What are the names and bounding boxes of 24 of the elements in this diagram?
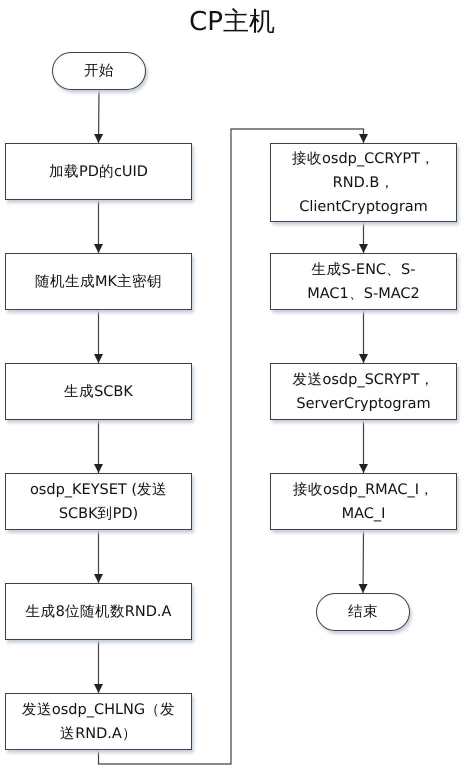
process-box: 接收osdp_RMAC_I，MAC_I xyxy=(270,473,457,530)
arrow xyxy=(358,530,368,593)
arrow xyxy=(94,640,103,693)
arrow xyxy=(359,420,368,473)
arrow xyxy=(94,310,103,363)
terminal-box: 结束 xyxy=(316,593,410,631)
process-box: 随机生成MK主密钥 xyxy=(5,253,192,310)
arrow xyxy=(359,310,368,363)
arrow xyxy=(98,128,368,765)
process-box: 加载PD的cUID xyxy=(5,143,192,200)
process-box: osdp_KEYSET (发送SCBK到PD) xyxy=(5,473,192,530)
process-box: 发送osdp_SCRYPT，ServerCryptogram xyxy=(270,363,457,420)
terminal-box: 开始 xyxy=(52,52,146,90)
arrow xyxy=(94,200,103,253)
process-box: 生成S-ENC、S-MAC1、S-MAC2 xyxy=(270,253,457,310)
arrow xyxy=(359,222,368,253)
arrow xyxy=(94,90,104,143)
process-box: 生成8位随机数RND.A xyxy=(5,583,192,640)
process-box: 生成SCBK xyxy=(5,363,192,420)
process-box: 接收osdp_CCRYPT，RND.B，ClientCryptogram xyxy=(270,143,457,222)
arrow xyxy=(94,530,103,583)
process-box: 发送osdp_CHLNG（发送RND.A） xyxy=(5,693,192,750)
title: CP主机 xyxy=(188,6,276,39)
arrow xyxy=(94,420,103,473)
